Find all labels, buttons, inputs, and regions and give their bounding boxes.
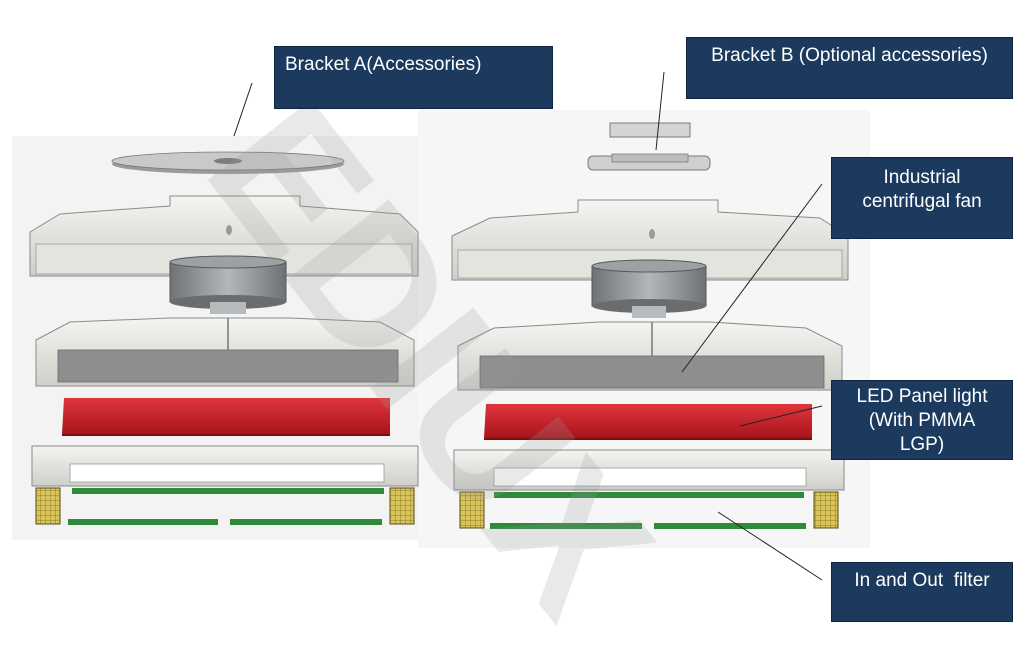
leader-filter [717,511,823,581]
grille-right-b [813,491,839,529]
filter-strip-right-bottom-b [654,523,806,529]
leader-bracket-b [655,71,665,151]
assembly-with-bracket-b [451,122,849,529]
leader-bracket-a [233,82,253,137]
assembly-with-bracket-a [29,151,419,525]
led-panel-left [62,398,390,434]
callout-bracket-b: Bracket B (Optional accessories) [686,37,1013,99]
callout-fan-line1: Industrial [883,167,961,188]
callout-led-line3: LGP) [899,434,945,455]
filter-strip-left-bottom-a [68,519,218,525]
grille-left-a [35,487,61,525]
filter-strip-left-top [72,488,384,494]
callout-led-line1: LED Panel light [856,386,988,407]
callout-fan-line2: centrifugal fan [862,191,982,212]
leader-led [739,405,823,427]
leader-fan [681,183,823,373]
centrifugal-fan-right [591,259,707,318]
grille-left-b [389,487,415,525]
filter-strip-left-bottom-b [230,519,382,525]
callout-filter: In and Out filter [831,562,1013,622]
grille-right-a [459,491,485,529]
callout-bracket-a: Bracket A(Accessories) [274,46,553,109]
filter-strip-right-bottom-a [490,523,642,529]
leader-lines [233,71,823,581]
led-panel-right [484,404,812,438]
callout-led-panel: LED Panel light (With PMMA LGP) [831,380,1013,460]
callout-led-line2: (With PMMA [868,410,976,431]
callout-bracket-a-text: Bracket A(Accessories) [285,54,482,75]
callout-bracket-b-text: Bracket B (Optional accessories) [711,45,988,66]
bracket-b-top [609,122,691,138]
callout-filter-text: In and Out filter [854,570,990,591]
callout-industrial-fan: Industrial centrifugal fan [831,157,1013,239]
filter-strip-right-top [494,492,804,498]
centrifugal-fan-left [169,255,287,314]
